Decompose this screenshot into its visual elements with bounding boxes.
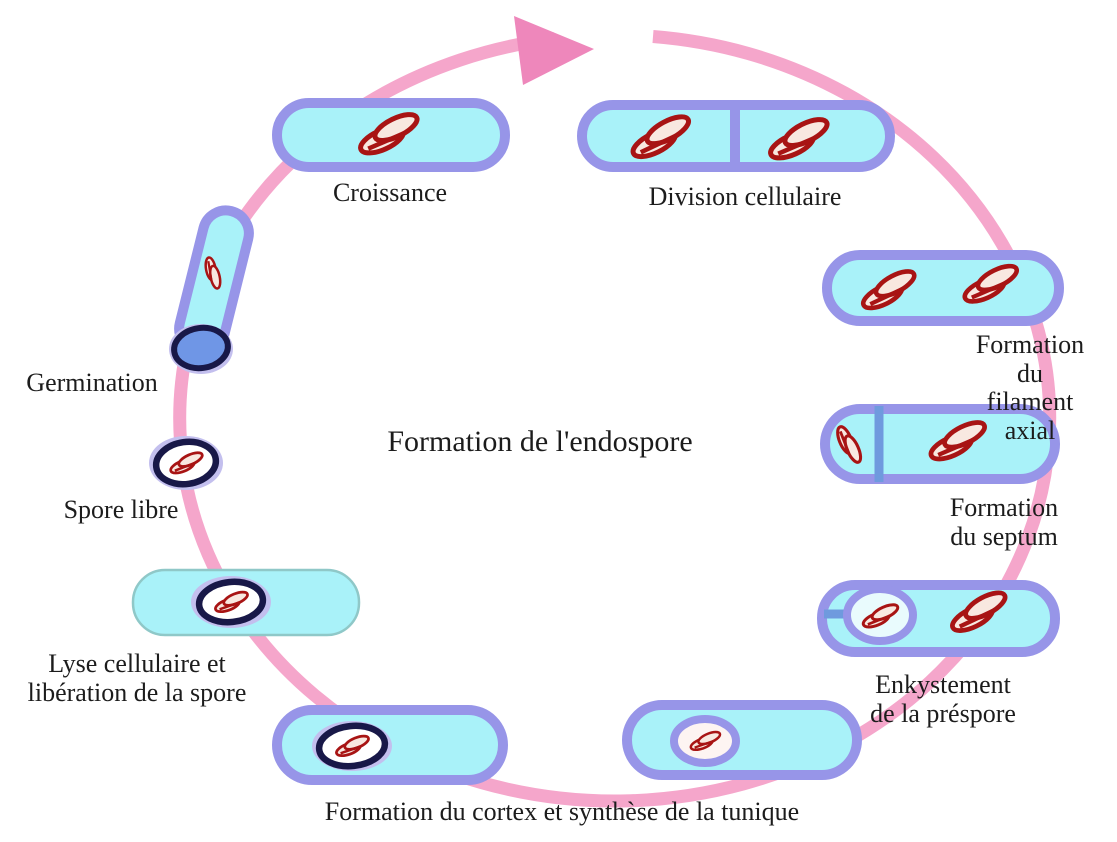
germination-spore bbox=[171, 324, 231, 372]
cell-cortex-left bbox=[272, 705, 508, 785]
cell-body bbox=[822, 250, 1064, 326]
label-lyse-cellulaire: Lyse cellulaire et libération de la spor… bbox=[27, 649, 247, 707]
cell-septum bbox=[820, 404, 1060, 484]
cell-filament-axial bbox=[822, 250, 1064, 326]
cell-body bbox=[622, 700, 862, 780]
label-croissance: Croissance bbox=[332, 178, 448, 207]
label-enkystement: Enkystement de la préspore bbox=[870, 670, 1016, 728]
label-division-cellulaire: Division cellulaire bbox=[648, 182, 842, 211]
cell-lyse-cellulaire bbox=[131, 568, 361, 637]
cell-germination bbox=[169, 205, 254, 374]
spore-libre bbox=[149, 436, 223, 490]
label-germination: Germination bbox=[26, 368, 158, 397]
label-formation-septum: Formation du septum bbox=[949, 493, 1059, 551]
cell-croissance bbox=[272, 98, 510, 172]
cell-division bbox=[577, 100, 895, 172]
diagram-title: Formation de l'endospore bbox=[387, 425, 693, 458]
cycle-arrowhead-icon bbox=[514, 16, 594, 85]
label-formation-cortex: Formation du cortex et synthèse de la tu… bbox=[324, 797, 800, 826]
label-spore-libre: Spore libre bbox=[63, 495, 179, 524]
label-filament-axial: Formation du filament axial bbox=[975, 330, 1085, 445]
cell-cortex-right bbox=[622, 700, 862, 780]
cell-enkystement bbox=[817, 580, 1060, 657]
